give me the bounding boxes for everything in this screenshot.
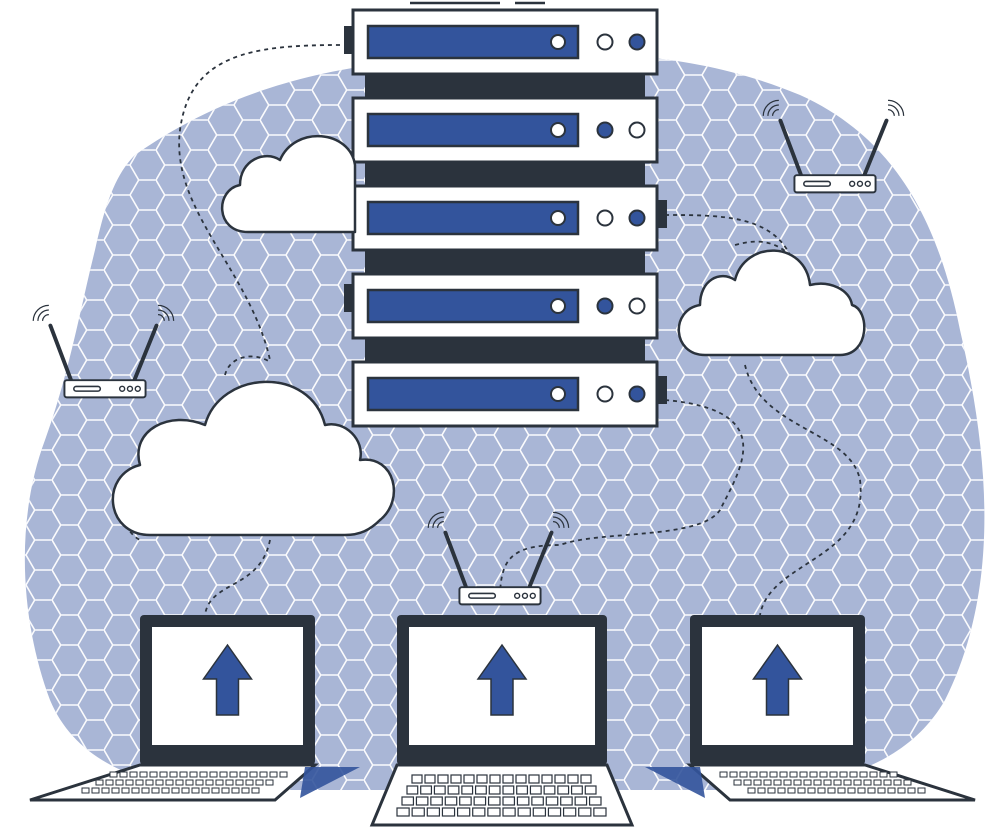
connection-line [224, 355, 271, 376]
laptop-icon [369, 615, 635, 827]
laptop-icon [29, 615, 360, 802]
clouds [111, 135, 866, 537]
cloud-icon [677, 249, 866, 357]
server-unit [351, 360, 667, 428]
laptops [29, 615, 976, 827]
server-rack [344, 1, 667, 428]
connection-line [178, 44, 341, 361]
wifi-router-icon [32, 304, 175, 399]
laptop-icon [645, 615, 976, 802]
routers [32, 99, 905, 606]
connection-line [664, 214, 791, 256]
connection-line [499, 399, 745, 601]
server-unit [351, 96, 659, 190]
upload-arrow-icon [752, 643, 803, 716]
wifi-router-icon [762, 99, 905, 194]
connection-line [204, 539, 271, 616]
wifi-router-icon [427, 511, 570, 606]
connection-lines [114, 44, 862, 616]
cloud-icon [111, 380, 396, 537]
upload-arrow-icon [476, 643, 528, 716]
server-unit [351, 184, 667, 278]
server-unit [344, 272, 659, 366]
connection-line [114, 494, 141, 541]
upload-arrow-icon [202, 643, 253, 716]
connection-line [744, 364, 862, 616]
server-unit [344, 8, 659, 102]
cloud-icon [220, 135, 357, 234]
